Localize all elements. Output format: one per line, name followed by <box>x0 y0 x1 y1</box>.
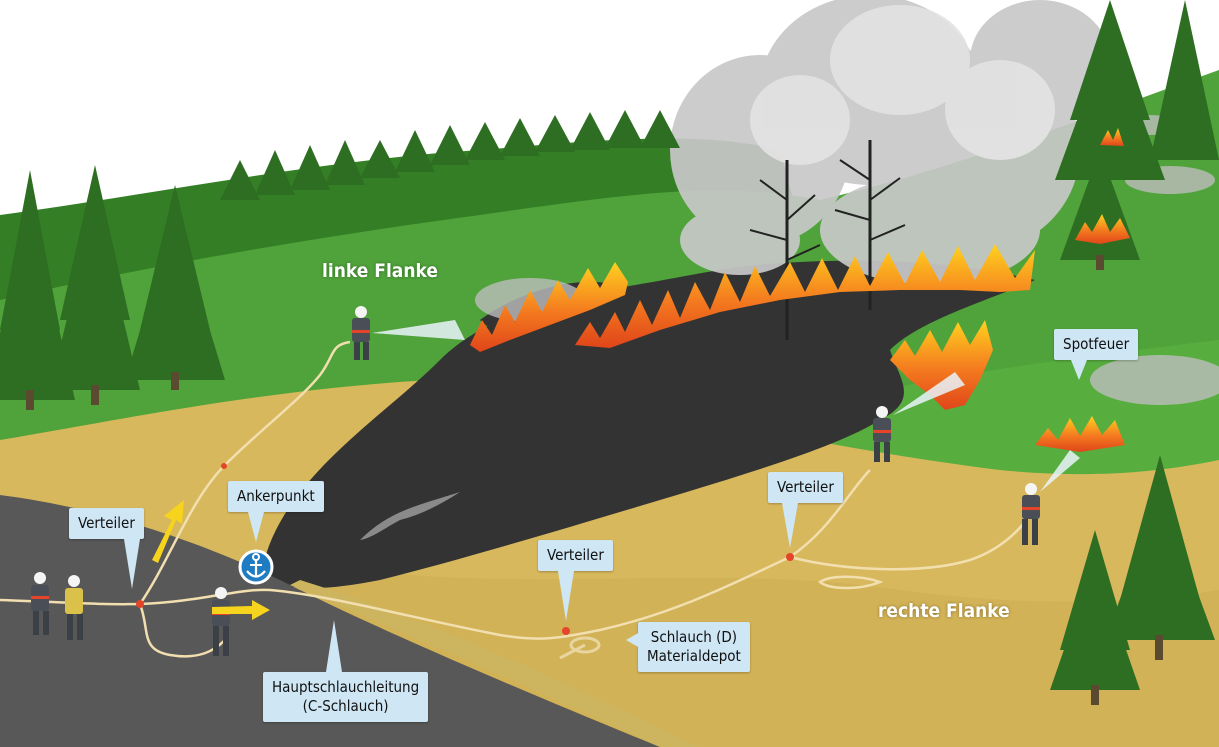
smoke-plume-light <box>750 5 1055 165</box>
anchor-point-callout-tail <box>248 512 264 542</box>
firefighter-road-1 <box>31 572 49 635</box>
hose-depot-coil <box>559 636 601 660</box>
fire-front <box>470 128 1130 452</box>
water-sprays <box>372 320 1080 492</box>
distributor-callout-left: Verteiler <box>69 508 144 539</box>
spot-fire-callout: Spotfeuer <box>1054 329 1139 360</box>
burned-area <box>262 260 1035 589</box>
firefighter-fire-front <box>873 406 891 462</box>
firefighters <box>31 306 1040 656</box>
distributor-callout-middle: Verteiler <box>538 540 613 571</box>
firefighter-left-flank <box>352 306 370 360</box>
distributor-callout-right-tail <box>782 503 798 548</box>
road-edge-right <box>290 580 700 747</box>
arrow-icon <box>152 500 270 620</box>
distributor-markers <box>136 463 794 635</box>
smoke-wisp-burned <box>360 492 460 540</box>
distributor-callout-middle-tail <box>558 571 574 621</box>
left-flank-label: linke Flanke <box>322 260 438 282</box>
right-flank-label: rechte Flanke <box>878 600 1010 622</box>
hose-depot-callout-tail <box>626 632 640 648</box>
distributor-callout-left-tail <box>124 539 140 589</box>
firefighter-spot-fire <box>1022 483 1040 545</box>
main-hose-line-callout: Hauptschlauchleitung (C-Schlauch) <box>263 672 429 722</box>
firefighter-road-2 <box>65 575 83 640</box>
anchor-point-callout: Ankerpunkt <box>228 481 324 512</box>
burnt-trees <box>749 140 906 340</box>
anchor-icon <box>238 549 274 585</box>
hose-depot-callout: Schlauch (D) Materialdepot <box>638 622 750 672</box>
main-hose-line-callout-tail <box>326 620 342 672</box>
spot-fire-callout-tail <box>1071 360 1087 380</box>
treeline <box>220 110 680 200</box>
distributor-callout-right: Verteiler <box>768 472 843 503</box>
